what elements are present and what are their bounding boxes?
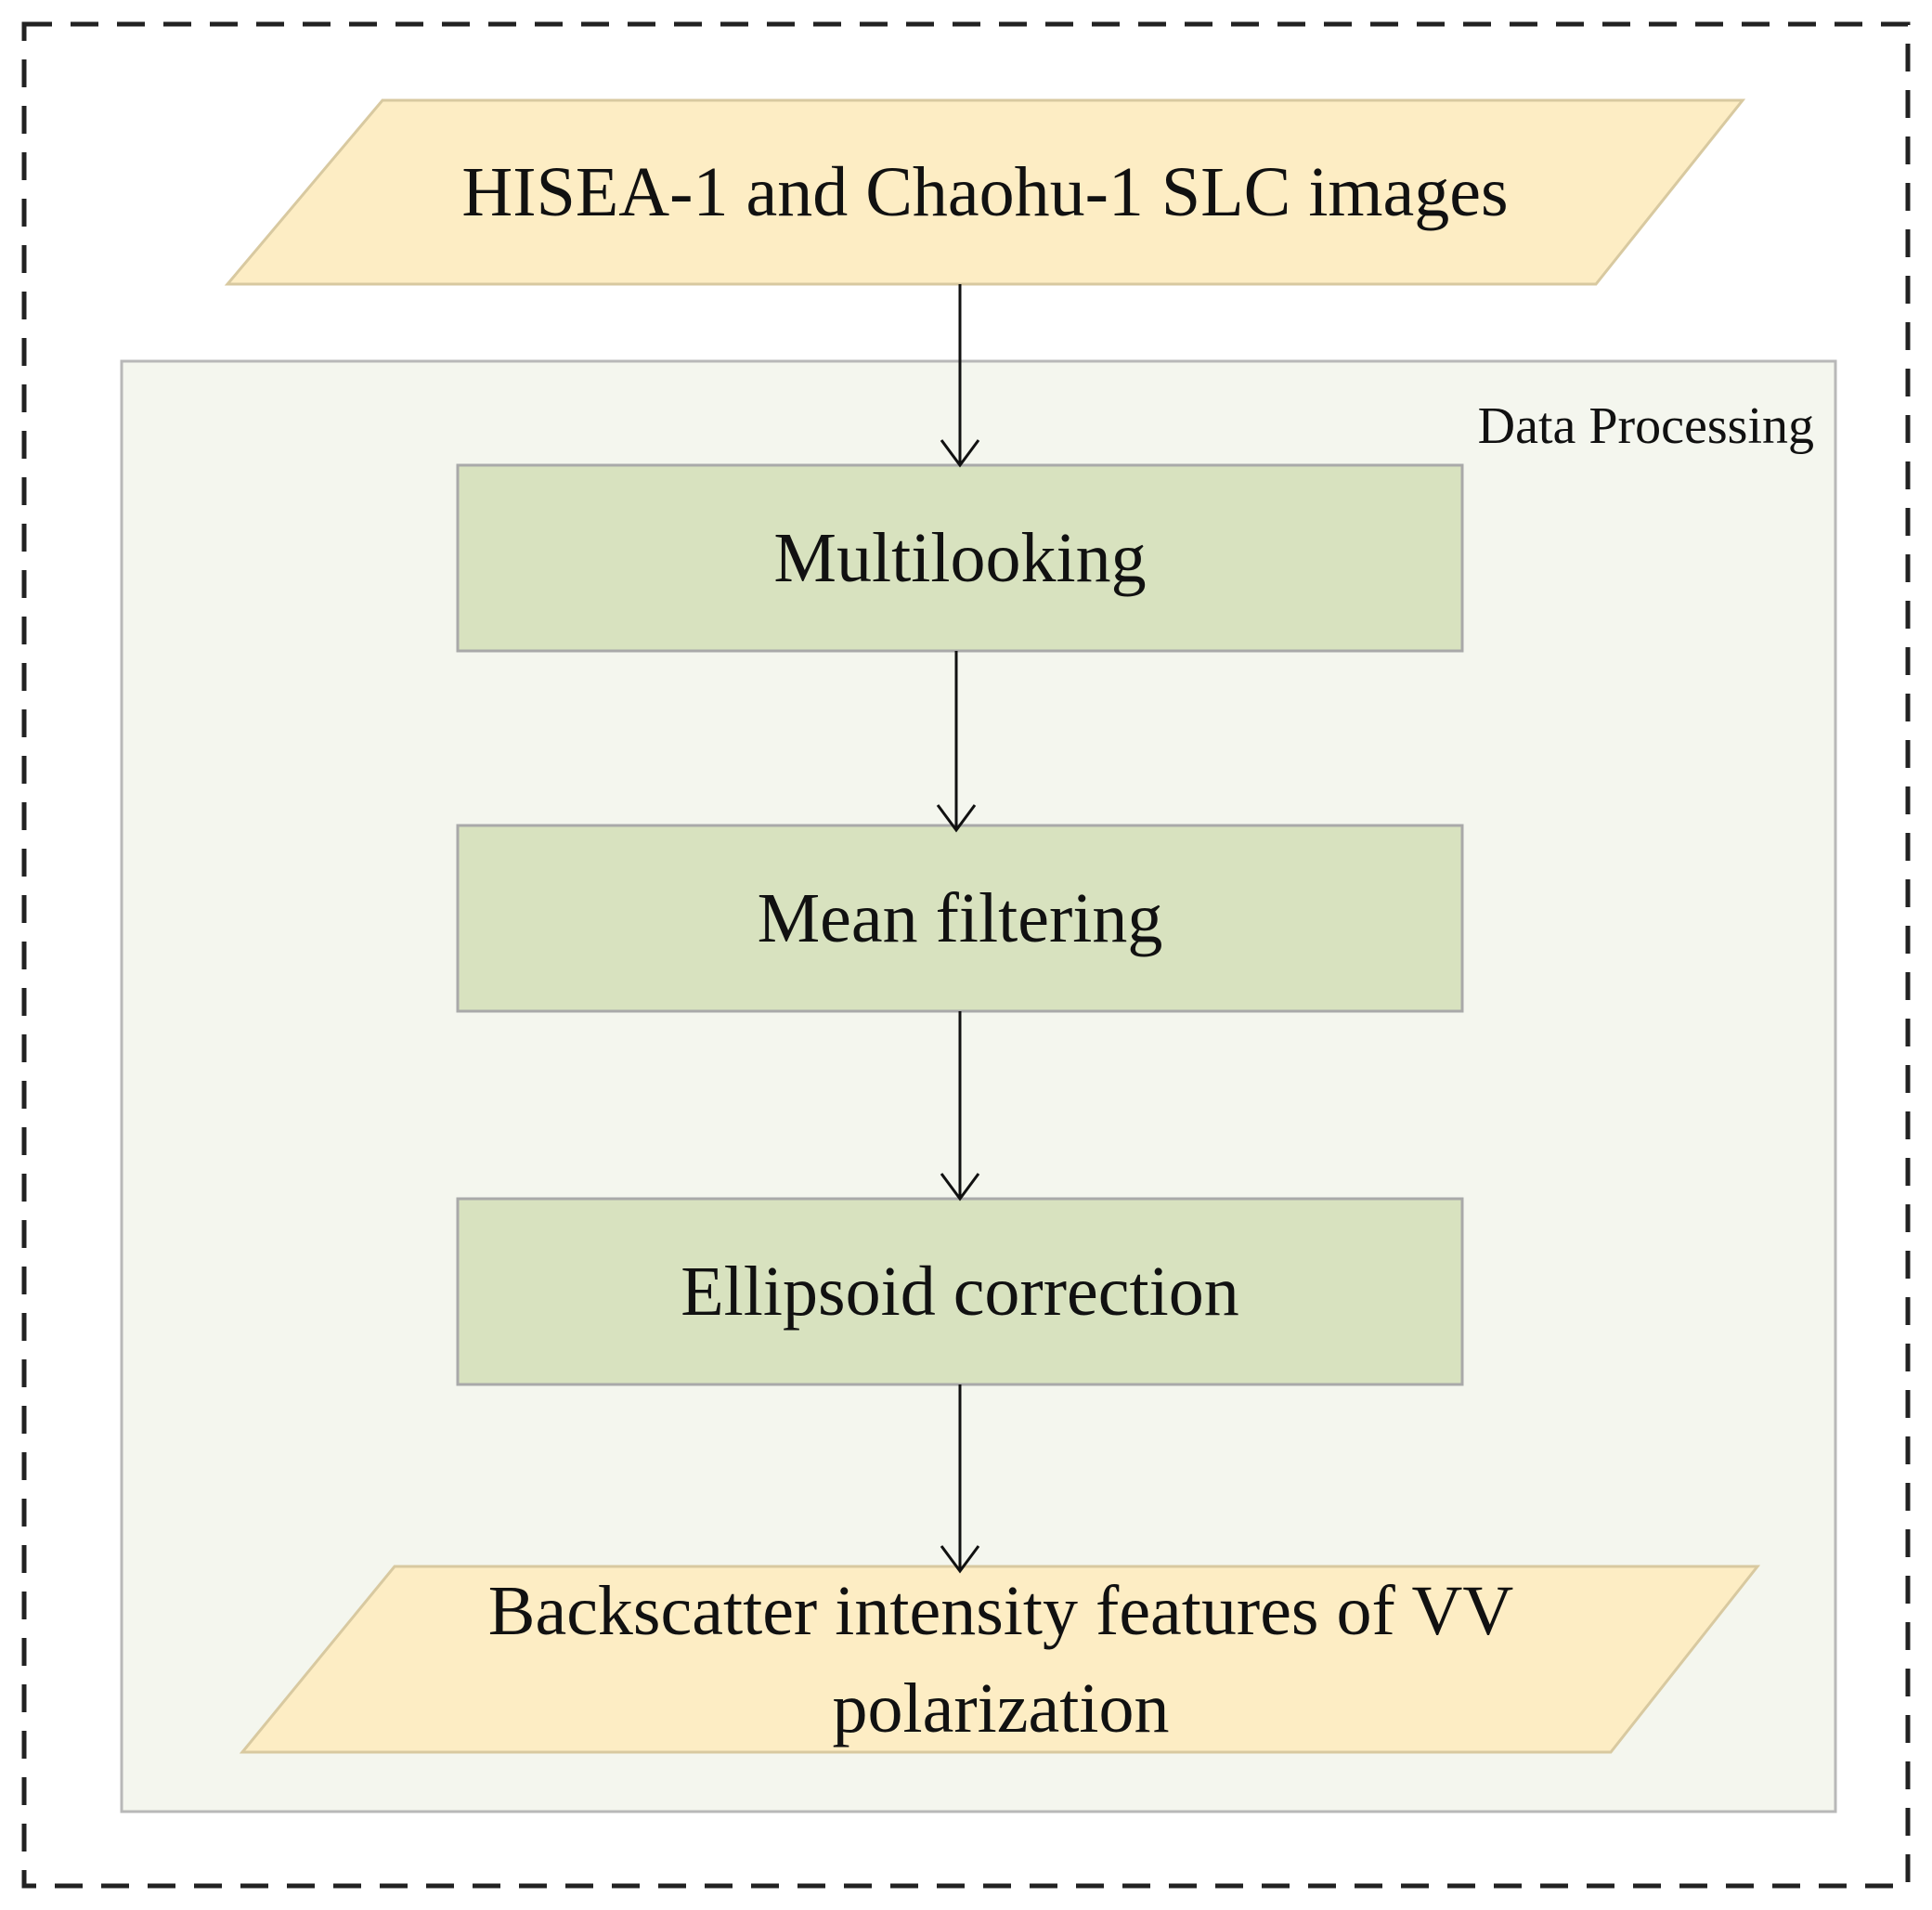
step-ellipsoid-correction: Ellipsoid correction [456,1197,1464,1386]
arrow-multilooking-to-mean-filtering [936,651,977,833]
step-multilooking: Multilooking [456,463,1464,653]
step-label: Multilooking [773,519,1146,597]
step-box [456,463,1464,653]
output-node: Backscatter intensity features of VV pol… [239,1565,1761,1754]
container-label: Data Processing [1478,397,1814,455]
input-node-label: HISEA-1 and Chaohu-1 SLC images [461,153,1508,231]
step-label: Mean filtering [758,879,1163,957]
output-node-label-line2: polarization [833,1670,1170,1748]
arrow-ellipsoid-correction-to-output [940,1384,980,1574]
arrows [936,284,980,1574]
step-label: Ellipsoid correction [681,1253,1239,1331]
arrow-input-to-multilooking [940,284,980,468]
input-node: HISEA-1 and Chaohu-1 SLC images [224,98,1746,286]
step-mean-filtering: Mean filtering [456,824,1464,1013]
output-node-label-line1: Backscatter intensity features of VV [488,1572,1514,1650]
input-parallelogram [224,98,1746,286]
step-box [456,824,1464,1013]
step-box [456,1197,1464,1386]
outer-dashed-frame [21,21,1911,1889]
output-parallelogram [239,1565,1761,1754]
arrow-mean-filtering-to-ellipsoid-correction [940,1011,980,1202]
